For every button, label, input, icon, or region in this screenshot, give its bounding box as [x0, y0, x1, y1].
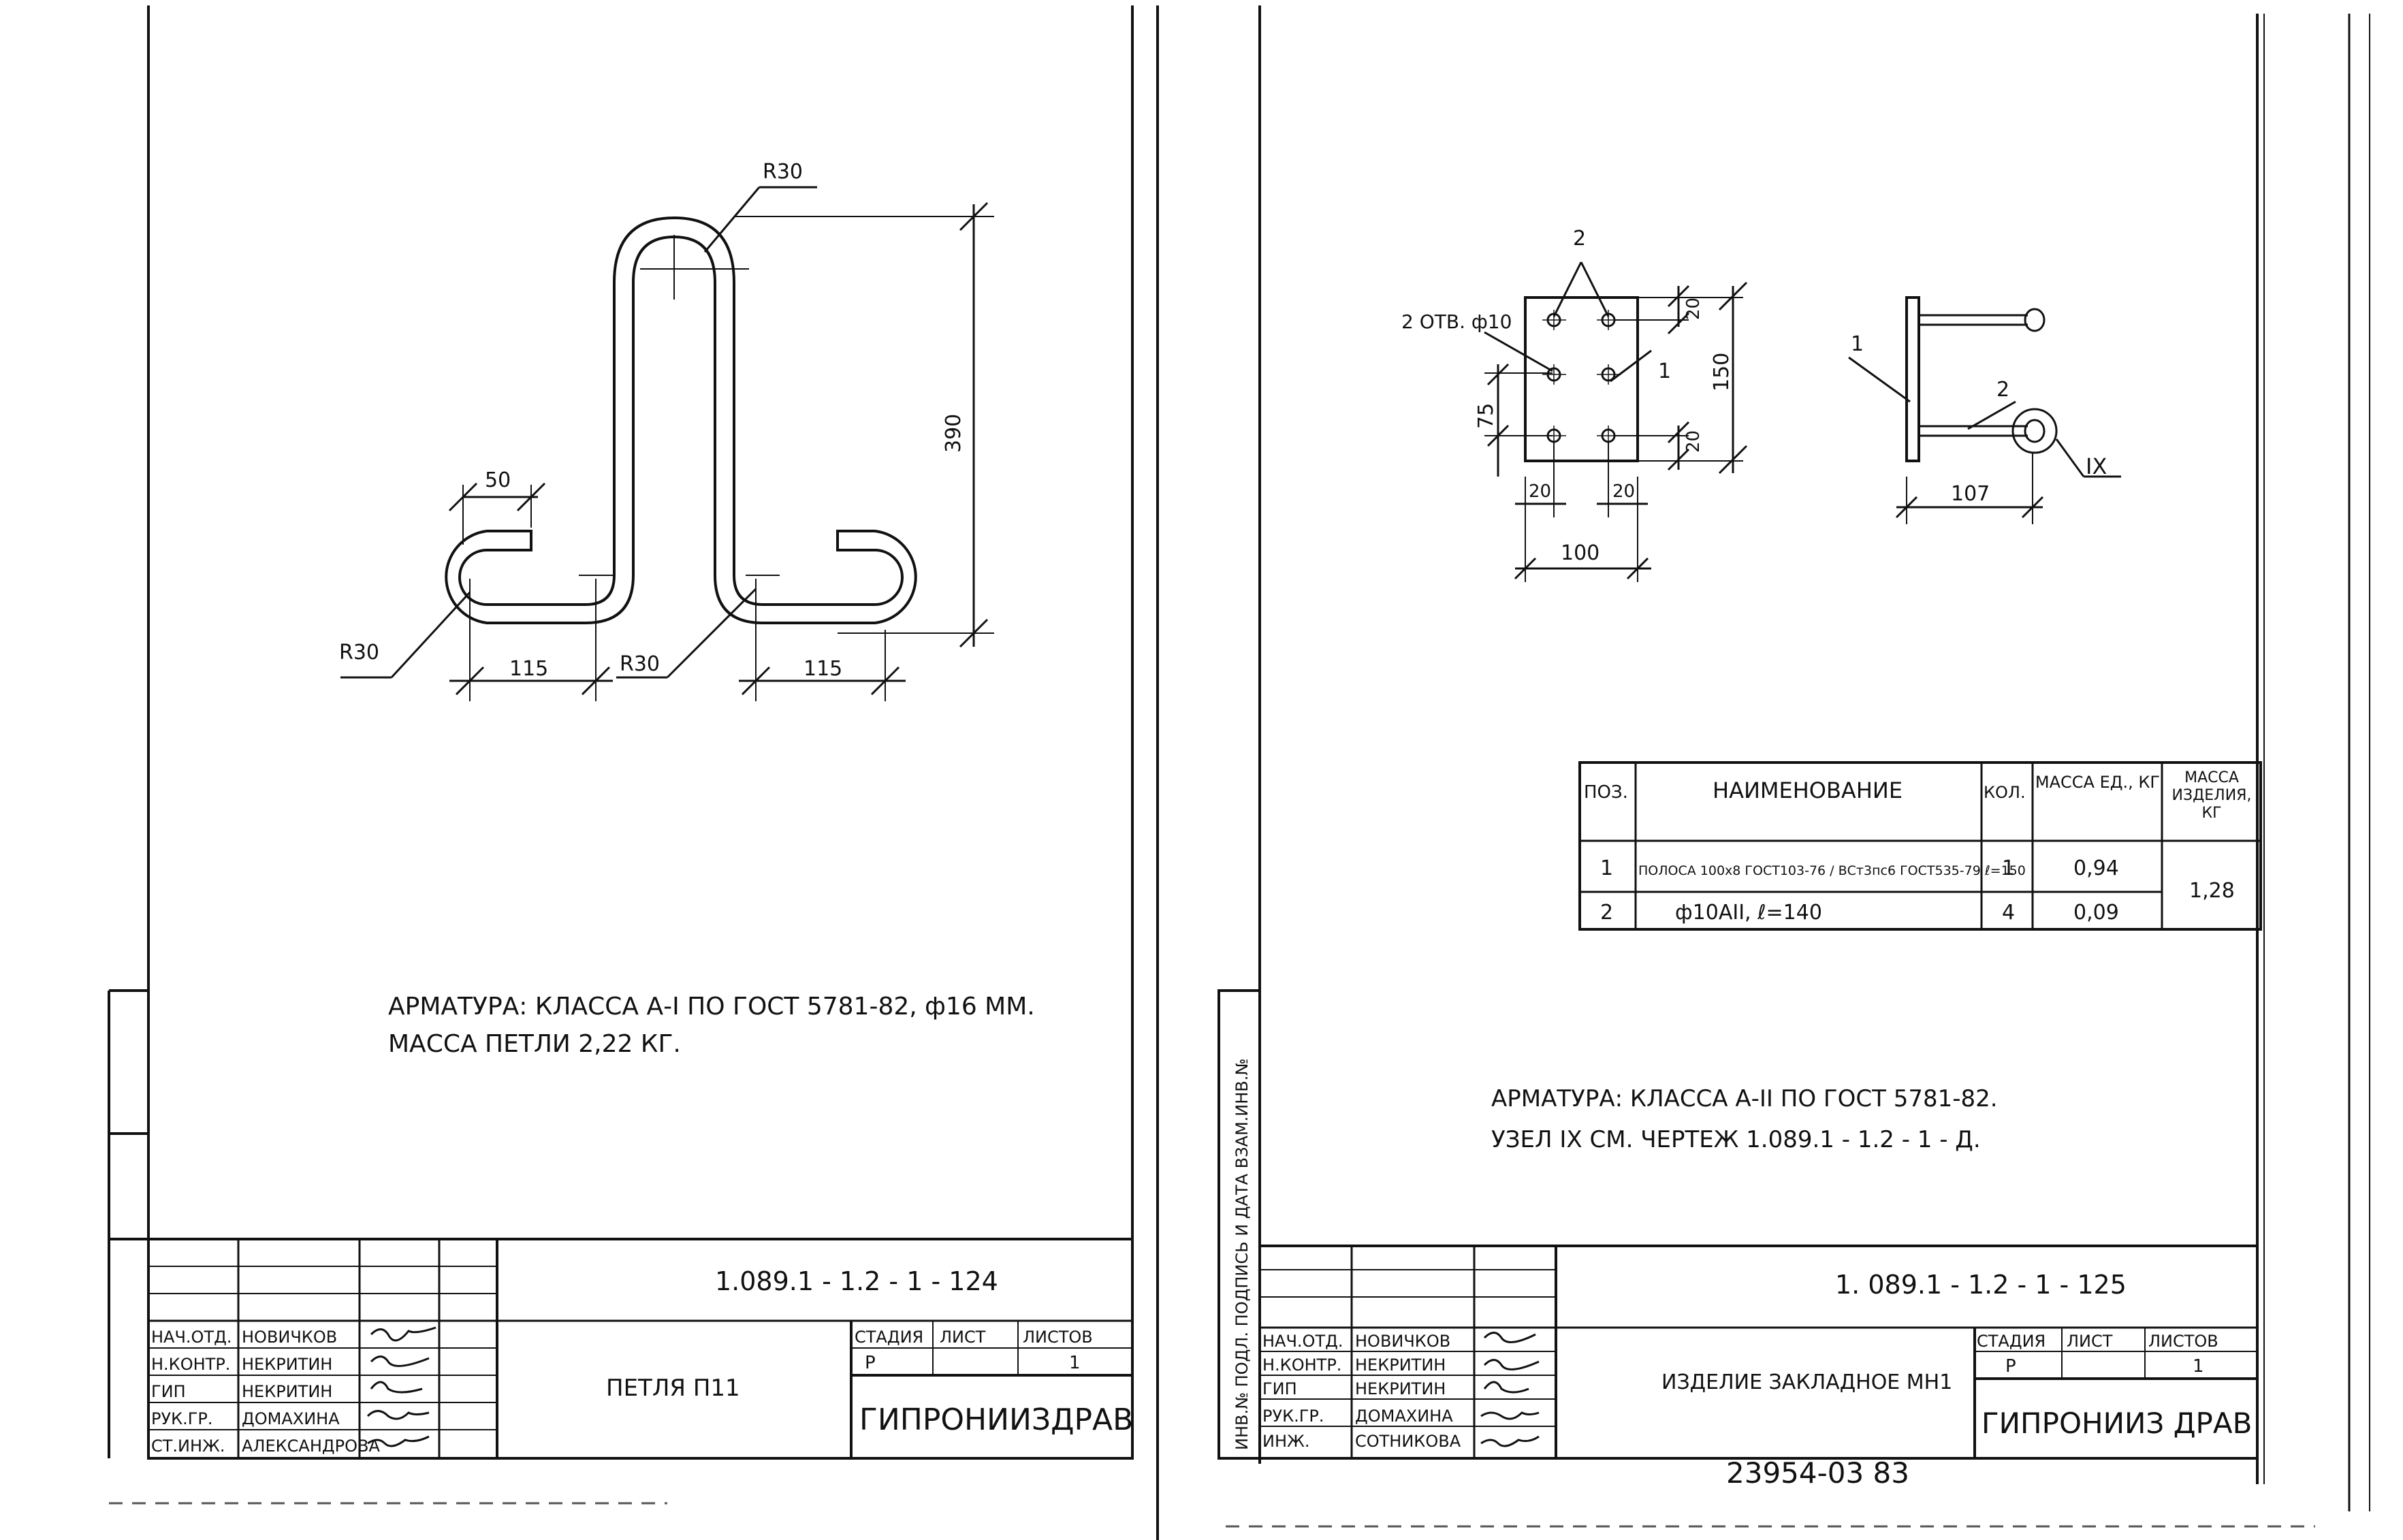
note-line-2: УЗЕЛ IX СМ. ЧЕРТЕЖ 1.089.1 - 1.2 - 1 - Д…	[1491, 1126, 1981, 1153]
staff-role: НАЧ.ОТД.	[151, 1328, 232, 1347]
dim-390: 390	[942, 414, 966, 453]
spec-header-pos: ПОЗ.	[1584, 782, 1628, 803]
organization: ГИПРОНИИЗДРАВ	[859, 1402, 1133, 1437]
sheets-header: ЛИСТОВ	[1023, 1328, 1093, 1347]
spec-row-pos: 1	[1600, 856, 1613, 880]
spec-header-unit-mass: МАССА ЕД., КГ	[2035, 773, 2161, 792]
staff-role: РУК.ГР.	[151, 1409, 213, 1428]
note-line-2: МАССА ПЕТЛИ 2,22 КГ.	[388, 1030, 681, 1058]
staff-role: НАЧ.ОТД.	[1262, 1332, 1343, 1351]
staff-roles: НАЧ.ОТД. Н.КОНТР. ГИП РУК.ГР. СТ.ИНЖ. НО…	[151, 1328, 380, 1456]
dim-20-left: 20	[1529, 481, 1551, 502]
staff-name: ДОМАХИНА	[1355, 1407, 1453, 1426]
dim-2-holes: 2 ОТВ. ф10	[1401, 310, 1512, 333]
staff-name: НОВИЧКОВ	[242, 1328, 337, 1347]
staff-name: ДОМАХИНА	[242, 1409, 340, 1428]
callout-1: 1	[1658, 359, 1671, 383]
dim-50: 50	[485, 468, 511, 492]
dim-20-right: 20	[1612, 481, 1635, 502]
spec-row-name: ф10АII, ℓ=140	[1675, 901, 1822, 925]
dim-20-bottom: 20	[1683, 430, 1704, 453]
sheets-value: 1	[1069, 1353, 1081, 1373]
staff-role: ИНЖ.	[1262, 1432, 1309, 1451]
title-block-right	[1258, 1245, 2259, 1460]
sheets-value: 1	[2193, 1356, 2204, 1377]
archive-number: 23954-03 83	[1726, 1456, 1909, 1490]
scan-edge	[109, 1502, 2315, 1528]
staff-name: НЕКРИТИН	[1355, 1379, 1446, 1398]
dim-100: 100	[1561, 541, 1600, 565]
callout-2: 2	[1573, 227, 1586, 251]
signatures	[1480, 1332, 1540, 1447]
staff-role: РУК.ГР.	[1262, 1407, 1324, 1426]
staff-role: ГИП	[151, 1382, 186, 1401]
drawing-title: ИЗДЕЛИЕ ЗАКЛАДНОЕ МН1	[1661, 1370, 1952, 1394]
drawing-sheet-left: R30 R30 R30 50 390 115 115 АРМАТУРА: КЛА…	[108, 5, 1159, 1540]
dim-107: 107	[1951, 482, 1990, 506]
staff-role: СТ.ИНЖ.	[151, 1437, 225, 1456]
dim-75: 75	[1474, 403, 1498, 429]
stage-value: Р	[2005, 1356, 2016, 1377]
doc-code: 1.089.1 - 1.2 - 1 - 124	[715, 1266, 998, 1296]
spec-row-name: ПОЛОСА 100х8 ГОСТ103-76 / ВСт3пс6 ГОСТ53…	[1638, 863, 2026, 878]
sheet-header: ЛИСТ	[2067, 1332, 2113, 1351]
drawing-sheet-right: ИНВ.№ ПОДЛ. ПОДПИСЬ И ДАТА ВЗАМ.ИНВ.№	[1218, 5, 2370, 1511]
node-ix: IX	[2086, 453, 2107, 479]
spec-row-unit: 0,94	[2073, 856, 2119, 880]
staff-role: ГИП	[1262, 1379, 1297, 1398]
staff-name: СОТНИКОВА	[1355, 1432, 1461, 1451]
staff-name: НОВИЧКОВ	[1355, 1332, 1450, 1351]
stage-header: СТАДИЯ	[1977, 1332, 2046, 1351]
spec-row-qty: 1	[2002, 856, 2015, 880]
spec-row-pos: 2	[1600, 901, 1613, 925]
dim-20-top: 20	[1683, 298, 1704, 320]
drawing-title: ПЕТЛЯ П11	[606, 1375, 740, 1402]
dim-r30-left: R30	[339, 641, 379, 664]
embedded-plate-view	[1484, 261, 1748, 582]
spec-header-name: НАИМЕНОВАНИЕ	[1713, 777, 1903, 803]
note-line-1: АРМАТУРА: КЛАССА А-I ПО ГОСТ 5781-82, ф1…	[388, 993, 1035, 1021]
spec-table	[1578, 761, 2262, 931]
dim-115-right: 115	[803, 657, 842, 681]
spec-row-unit: 0,09	[2073, 901, 2119, 925]
doc-code: 1. 089.1 - 1.2 - 1 - 125	[1835, 1270, 2127, 1300]
note-line-1: АРМАТУРА: КЛАССА А-II ПО ГОСТ 5781-82.	[1491, 1085, 1998, 1112]
side-callout-2: 2	[1996, 378, 2009, 402]
spec-header-item-mass: МАССА ИЗДЕЛИЯ, КГ	[2171, 769, 2252, 822]
sheet-header: ЛИСТ	[940, 1328, 986, 1347]
staff-name: НЕКРИТИН	[1355, 1355, 1446, 1375]
dim-r30-mid: R30	[620, 652, 660, 676]
loop-p11-drawing	[340, 186, 994, 701]
staff-role: Н.КОНТР.	[151, 1355, 230, 1374]
staff-role: Н.КОНТР.	[1262, 1355, 1341, 1375]
organization: ГИПРОНИИЗ ДРАВ	[1982, 1407, 2252, 1440]
staff-name: НЕКРИТИН	[242, 1382, 332, 1401]
side-callout-1: 1	[1851, 332, 1864, 356]
staff-name: АЛЕКСАНДРОВА	[242, 1437, 380, 1456]
dim-115-left: 115	[509, 657, 548, 681]
spec-header-qty: КОЛ.	[1984, 783, 2026, 802]
embedded-plate-side-view	[1848, 296, 2121, 524]
sheets-header: ЛИСТОВ	[2148, 1332, 2218, 1351]
dim-r30-top: R30	[763, 160, 803, 184]
dim-150: 150	[1710, 353, 1734, 391]
stage-value: Р	[865, 1353, 876, 1373]
title-block-left	[147, 1238, 1134, 1460]
margin-stamp: ИНВ.№ ПОДЛ. ПОДПИСЬ И ДАТА ВЗАМ.ИНВ.№	[1232, 1059, 1252, 1450]
signatures	[366, 1326, 436, 1447]
spec-total-mass: 1,28	[2189, 879, 2235, 903]
staff-name: НЕКРИТИН	[242, 1355, 332, 1374]
stage-header: СТАДИЯ	[855, 1328, 923, 1347]
spec-row-qty: 4	[2002, 901, 2015, 925]
